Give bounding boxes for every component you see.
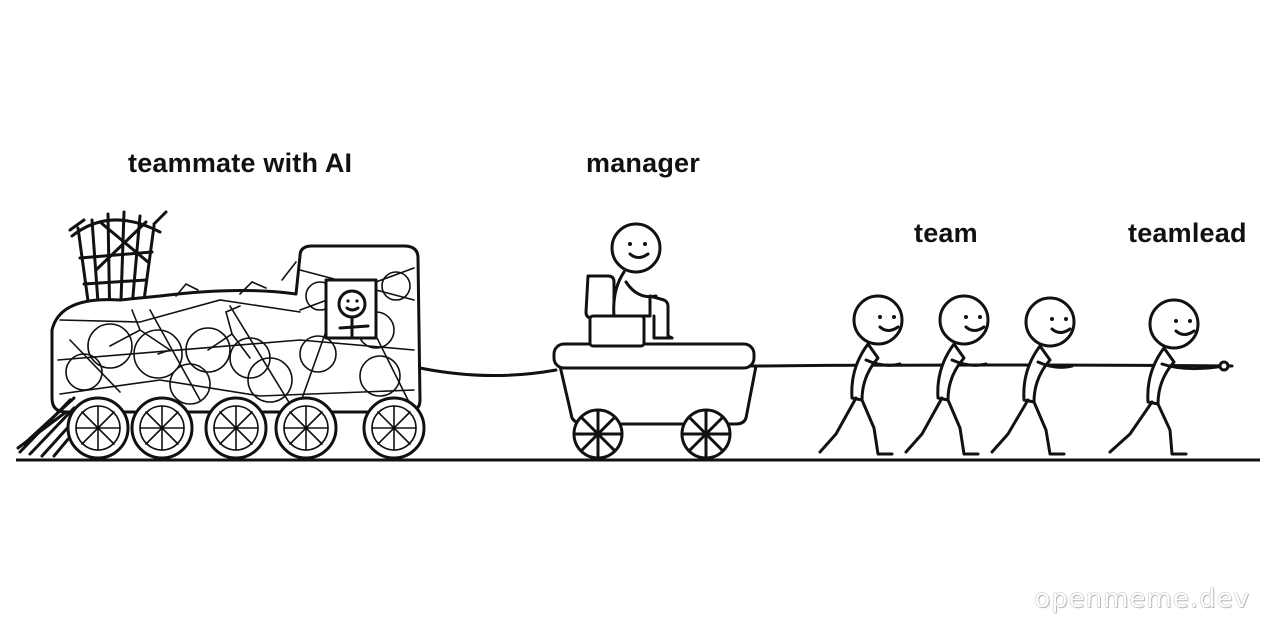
cart-wheel-right [680,408,732,460]
manager-cart [552,222,758,460]
cart-wheel-left [572,408,624,460]
team-member-3 [990,296,1076,456]
label-team: team [914,218,978,248]
manager-figure [610,222,674,340]
train-driver [337,289,370,338]
team-member-2 [904,294,990,456]
bicycle-train [16,210,426,460]
train-bike-tangle [57,261,415,405]
label-manager: manager [586,148,700,178]
team-figures [818,294,1076,456]
train-wheels [66,396,426,460]
teamlead-figure [1108,298,1230,456]
watermark-text: openmeme.dev [1034,584,1250,614]
label-teammate-with-ai: teammate with AI [128,148,353,178]
label-teamlead: teamlead [1128,218,1247,248]
team-member-1 [818,294,904,456]
cart-rim [552,342,756,370]
rope-train-to-cart [418,366,558,377]
